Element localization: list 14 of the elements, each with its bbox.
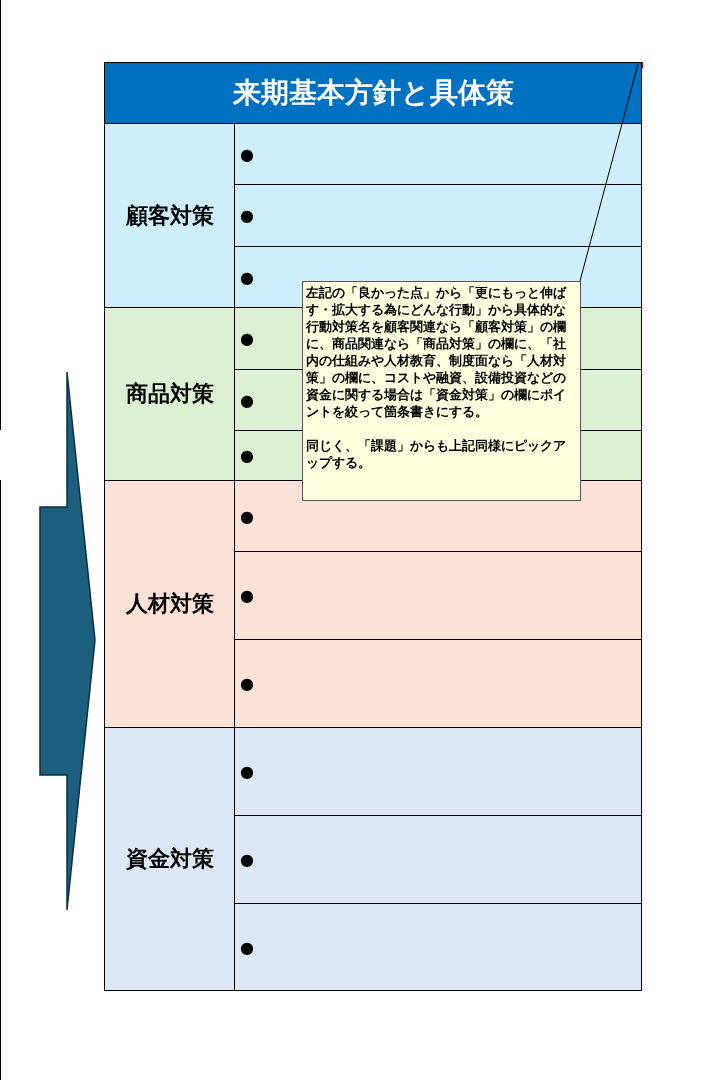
bullet-row: ● xyxy=(234,551,642,640)
bullet-row: ● xyxy=(234,123,642,185)
comment-box xyxy=(302,281,581,501)
category-label: 顧客対策 xyxy=(104,123,235,308)
category-label: 商品対策 xyxy=(104,307,235,481)
category-label: 人材対策 xyxy=(104,480,235,728)
bullet-row: ● xyxy=(234,639,642,728)
comment-text: 同じく、「課題」からも上記同様にピックアップする。 xyxy=(306,437,567,471)
category-label: 資金対策 xyxy=(104,727,235,991)
bullet-row: ● xyxy=(234,815,642,904)
bullet-row: ● xyxy=(234,184,642,247)
bullet-row: ● xyxy=(234,903,642,991)
title: 来期基本方針と具体策 xyxy=(104,62,642,124)
bullet-row: ● xyxy=(234,727,642,816)
